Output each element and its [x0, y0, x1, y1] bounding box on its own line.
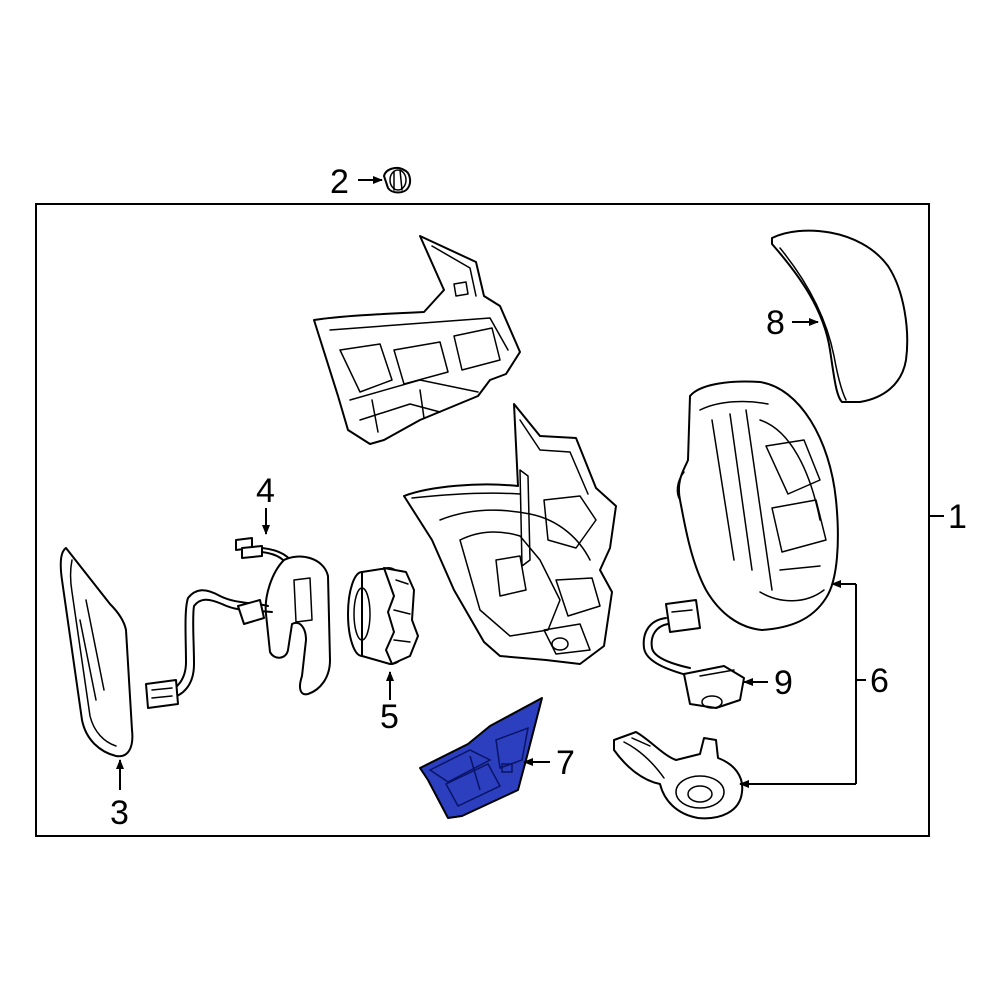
leader-lines [116, 176, 944, 790]
part-8-cover-cap[interactable] [771, 229, 909, 403]
callout-2: 2 [330, 163, 349, 201]
callout-6: 6 [870, 662, 889, 700]
assembly-frame [35, 203, 930, 837]
part-3-mirror-glass[interactable] [59, 547, 134, 758]
part-2-clip[interactable] [383, 167, 412, 194]
callout-9: 9 [774, 664, 793, 702]
part-4-wire-harness[interactable] [145, 537, 331, 709]
part-7-lower-cover[interactable] [419, 697, 543, 819]
part-5-actuator-motor[interactable] [347, 567, 419, 665]
upper-frame-bracket [313, 235, 521, 445]
callout-7: 7 [556, 744, 575, 782]
base-frame-assembly [403, 403, 617, 665]
callout-8: 8 [766, 304, 785, 342]
callout-4: 4 [256, 472, 275, 510]
part-9-connector[interactable] [642, 599, 745, 709]
part-6-base-mount[interactable] [613, 731, 744, 820]
callout-5: 5 [380, 698, 399, 736]
callout-1: 1 [948, 498, 967, 536]
callout-3: 3 [110, 794, 129, 832]
mirror-housing [676, 380, 839, 631]
